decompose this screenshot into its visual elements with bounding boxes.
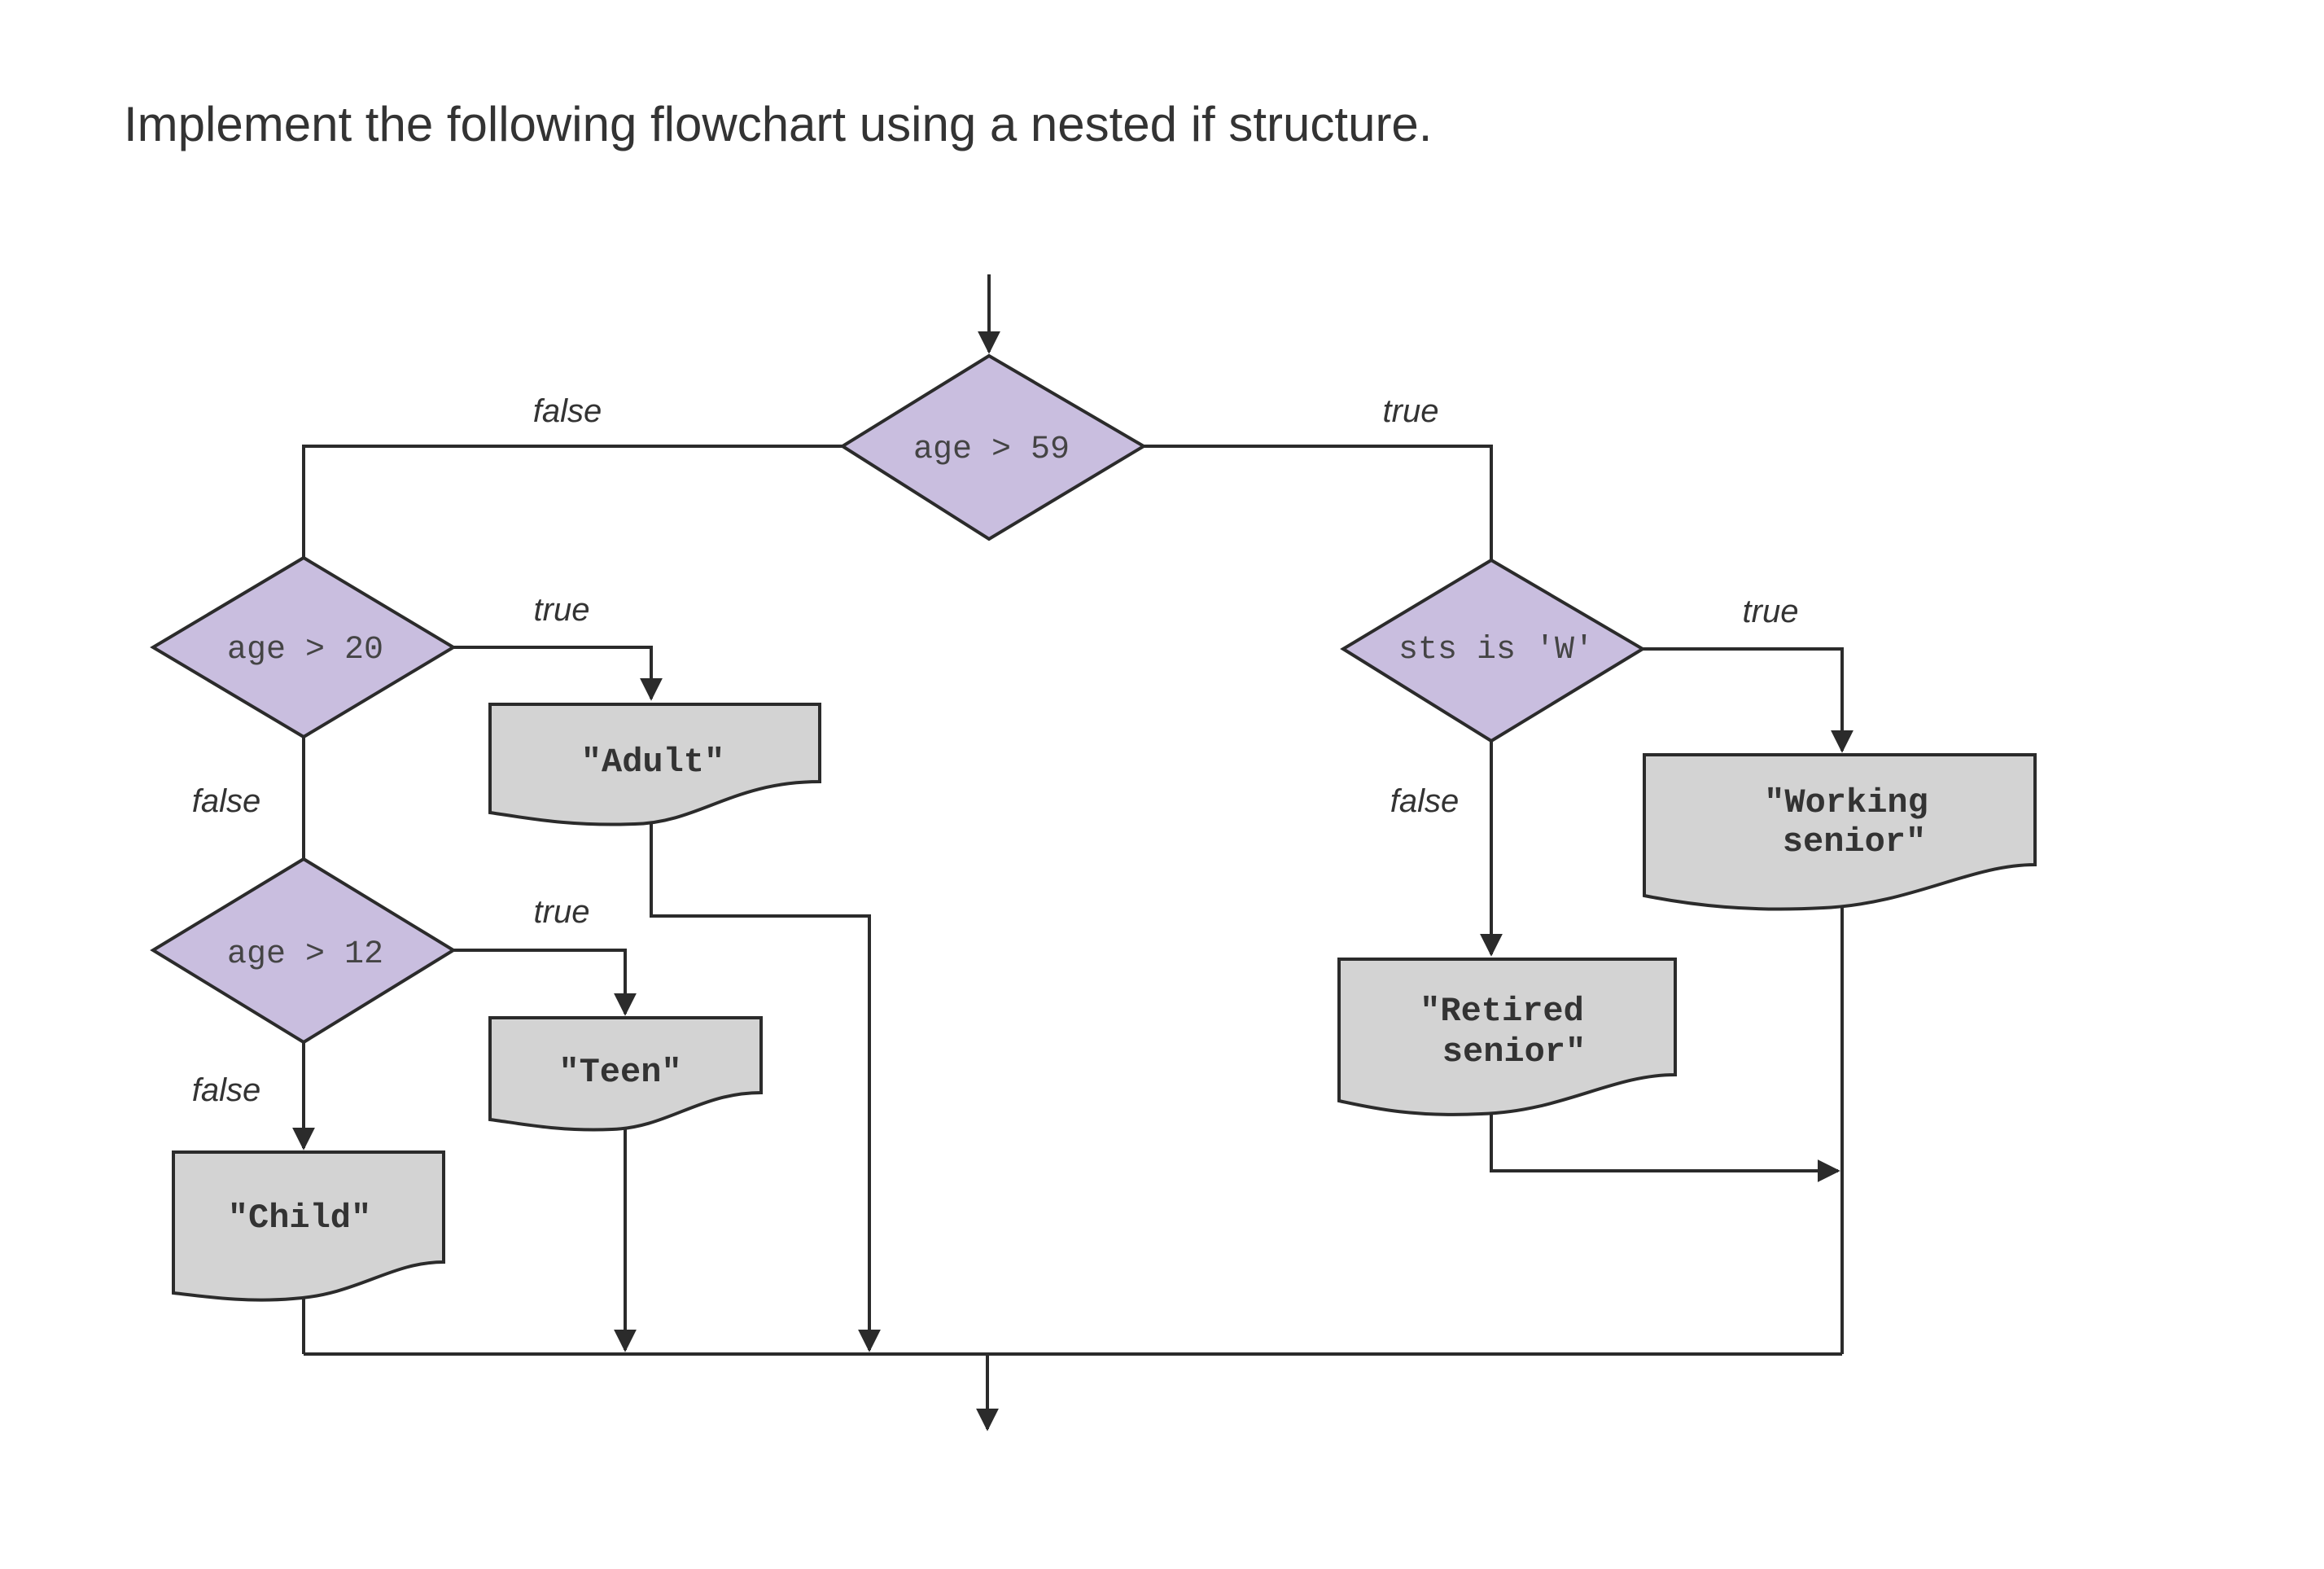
output-child (172, 1150, 445, 1302)
output-retired (1337, 958, 1677, 1116)
decision-age20 (150, 555, 457, 739)
output-child-text: "Child" (228, 1199, 371, 1238)
output-working-text-line2: senior" (1783, 822, 1926, 861)
label-age20-false: false (192, 783, 261, 819)
label-sts-false: false (1390, 783, 1460, 819)
output-retired-text-line2: senior" (1442, 1032, 1586, 1072)
connector-retired-out (1490, 1111, 1840, 1182)
output-teen-text: "Teen" (558, 1053, 681, 1092)
output-teen (488, 1016, 763, 1132)
label-age12-false: false (192, 1072, 261, 1108)
label-age59-true: true (1383, 393, 1439, 429)
decision-age20-text: age > 20 (227, 632, 383, 668)
decision-age12-text: age > 12 (227, 936, 383, 973)
connector-age12-true (453, 949, 637, 1016)
connector-sts-true (1643, 647, 1854, 753)
output-retired-text-line1: "Retired (1420, 992, 1584, 1031)
label-age59-false: false (533, 393, 602, 429)
question-text: Implement the following flowchart using … (124, 97, 1433, 151)
output-adult-text: "Adult" (581, 743, 724, 782)
decision-age12 (150, 857, 457, 1045)
decision-sts (1340, 558, 1646, 743)
label-age20-true: true (534, 592, 590, 628)
decision-sts-text: sts is 'W' (1398, 632, 1594, 668)
output-working (1643, 753, 2037, 911)
label-sts-true: true (1743, 594, 1799, 629)
connector-age59-true (1144, 445, 1493, 560)
label-age12-true: true (534, 894, 590, 930)
decision-age59 (839, 353, 1147, 541)
output-working-text-line1: "Working (1764, 783, 1928, 822)
decision-age59-text: age > 59 (913, 432, 1070, 468)
connector-adult-out (650, 818, 881, 1352)
connector-age59-false (302, 445, 843, 558)
connector-age20-true (453, 646, 663, 701)
output-adult (488, 703, 821, 826)
